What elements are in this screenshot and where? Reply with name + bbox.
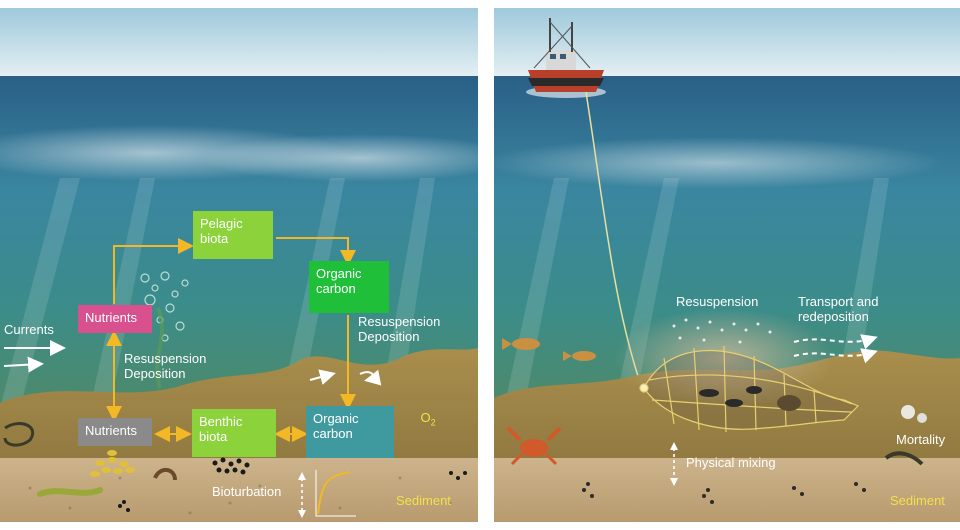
- nutrients-bottom-box: Nutrients: [78, 418, 152, 446]
- pelagic-biota-box: Pelagic biota: [193, 211, 273, 259]
- seaweed: [155, 307, 164, 389]
- benthic-biota-box: Benthic biota: [192, 409, 276, 457]
- organic-carbon-bottom-box: Organic carbon: [306, 406, 394, 458]
- transport-arrows: [793, 334, 878, 364]
- right-panel: Resuspension Transport and redeposition …: [494, 8, 960, 522]
- sediment-layer: [494, 458, 960, 522]
- sediment-label-left: Sediment: [396, 493, 451, 508]
- resuspension-label: Resuspension: [676, 294, 759, 309]
- nutrients-top-box: Nutrients: [78, 305, 152, 333]
- resuspended-particles: [672, 318, 772, 344]
- trawler-boat: [526, 18, 606, 98]
- sky: [0, 8, 478, 78]
- physical-mixing-label: Physical mixing: [686, 455, 776, 470]
- currents-label: Currents: [4, 322, 54, 337]
- flow-arrows: [106, 237, 356, 442]
- mortality-label: Mortality: [896, 432, 946, 447]
- current-arrows: [3, 340, 382, 386]
- seabed: [494, 350, 960, 468]
- right-scene: [494, 8, 960, 522]
- left-panel: Pelagic biota Organic carbon Nutrients N…: [0, 8, 478, 522]
- crab: [506, 426, 562, 466]
- resuspension-deposition-left-label: Resuspension Deposition: [124, 351, 207, 381]
- benthic-organisms: [3, 422, 467, 512]
- caught-fish: [699, 386, 801, 411]
- resuspension-deposition-right-label: Resuspension Deposition: [358, 314, 441, 344]
- sediment-label-right: Sediment: [890, 493, 945, 508]
- o2-text: O: [420, 410, 431, 425]
- bioturbation-label: Bioturbation: [212, 484, 282, 499]
- organic-carbon-top-box: Organic carbon: [309, 261, 389, 313]
- bioturbation-profile-plot: [315, 470, 356, 517]
- swimming-fish: [502, 338, 596, 361]
- dead-organisms: [884, 405, 927, 466]
- transport-redeposition-label: Transport and redeposition: [798, 294, 879, 324]
- o2-subscript: 2: [430, 417, 436, 428]
- o2-label: O2: [406, 395, 436, 446]
